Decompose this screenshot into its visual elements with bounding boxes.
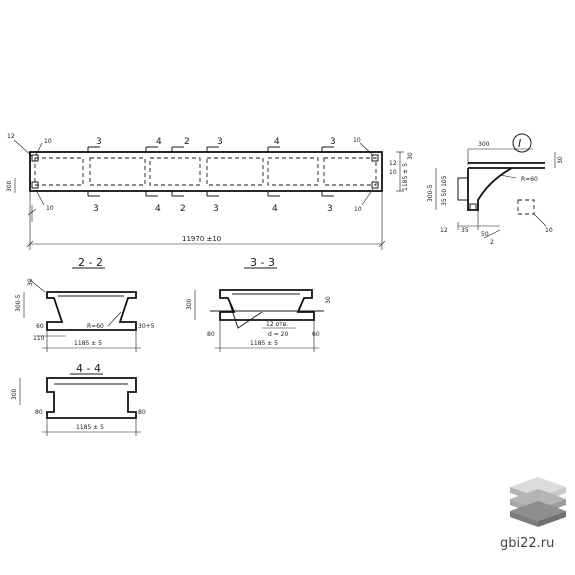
detail-bottom-2: 2 — [490, 239, 494, 246]
section-label-bottom-5: 4 — [272, 204, 278, 214]
s44-80-right: 80 — [138, 409, 146, 416]
logo-layer-bottom-side — [510, 511, 538, 527]
watermark-logo — [510, 477, 566, 527]
s33-height: 300 — [186, 298, 193, 310]
plan-mark-left-top-2: 10 — [44, 138, 52, 145]
section-label-bottom-2: 4 — [155, 204, 161, 214]
detail-callout-label: I — [518, 137, 521, 150]
section-3-3: 3 - 3 300 30 12 отв. d = 20 80 60 1185 ±… — [186, 256, 332, 352]
plan-mark-right-top: 10 — [353, 137, 361, 144]
detail-radius: R=60 — [521, 176, 538, 183]
s44-width: 1185 ± 5 — [76, 424, 104, 431]
section-label-top-3: 2 — [184, 137, 190, 147]
s22-width: 1185 ± 5 — [74, 340, 102, 347]
s33-hole-d: d = 20 — [268, 331, 288, 338]
detail-I: I 300 30 R=60 300-5 35 50 105 10 12 35 5… — [427, 133, 564, 246]
section-label-bottom-6: 3 — [327, 204, 333, 214]
plan-30-dim: 30 — [407, 152, 414, 160]
s44-80-left: 80 — [35, 409, 43, 416]
s22-60: 60 — [36, 323, 44, 330]
s33-60: 60 — [312, 331, 320, 338]
section-label-bottom-1: 3 — [93, 204, 99, 214]
plan-dashed-cells — [34, 157, 377, 186]
plan-mark-right-mid: 12 — [389, 160, 397, 167]
plan-mark-right-mid-2: 10 — [389, 169, 397, 176]
section-4-4-title: 4 - 4 — [76, 362, 101, 375]
s33-width: 1185 ± 5 — [250, 340, 278, 347]
detail-300-dim: 300 — [478, 141, 490, 148]
section-markers-bottom: 3 4 2 3 4 3 — [87, 191, 334, 214]
plan-view: 3 4 2 3 4 3 3 4 2 3 4 3 12 10 10 — [6, 133, 414, 250]
section-markers-top: 3 4 2 3 4 3 — [87, 137, 336, 152]
section-label-bottom-4: 3 — [213, 204, 219, 214]
plan-mark-right-bottom: 10 — [354, 206, 362, 213]
detail-callout-circle — [512, 133, 532, 153]
watermark-site: gbi22.ru — [500, 536, 555, 551]
s22-height: 300-5 — [15, 294, 22, 312]
detail-30-dim: 30 — [557, 156, 564, 164]
s22-30: 30 — [27, 278, 34, 286]
section-label-top-5: 4 — [274, 137, 280, 147]
s33-hole-note: 12 отв. — [266, 321, 288, 328]
detail-bottom-50: 50 — [481, 231, 489, 238]
detail-side-dims: 35 50 105 — [441, 175, 448, 206]
plan-length-dim: 11970 ±10 — [182, 235, 221, 243]
section-label-top-1: 3 — [96, 137, 102, 147]
section-label-bottom-3: 2 — [180, 204, 186, 214]
section-3-3-title: 3 - 3 — [250, 256, 275, 269]
s22-110: 110 — [33, 335, 45, 342]
plan-mark-left-bottom: 10 — [46, 205, 54, 212]
detail-right-mark: 10 — [545, 227, 553, 234]
detail-bottom-35: 35 — [461, 227, 469, 234]
s33-80: 80 — [207, 331, 215, 338]
section-label-top-6: 3 — [330, 137, 336, 147]
plan-outline — [29, 151, 383, 192]
s22-radius: R=60 — [87, 323, 104, 330]
section-2-2: 2 - 2 300-5 30 60 110 R=60 30+5 1185 ± 5 — [15, 256, 155, 352]
section-label-top-2: 4 — [156, 137, 162, 147]
logo-layer-bottom-right — [538, 511, 566, 527]
s44-height: 300 — [11, 388, 18, 400]
s33-30: 30 — [325, 296, 332, 304]
plan-height-dim: 300 — [6, 180, 13, 192]
section-2-2-title: 2 - 2 — [78, 256, 103, 269]
s22-tol: 30+5 — [138, 323, 155, 330]
detail-height-dim: 300-5 — [427, 184, 434, 202]
section-label-top-4: 3 — [217, 137, 223, 147]
plan-width-dim: 1185 ± 5 — [402, 163, 409, 191]
plan-mark-left-top: 12 — [7, 133, 15, 140]
detail-left-mark: 12 — [440, 227, 448, 234]
section-4-4: 4 - 4 300 80 80 1185 ± 5 — [11, 362, 146, 436]
